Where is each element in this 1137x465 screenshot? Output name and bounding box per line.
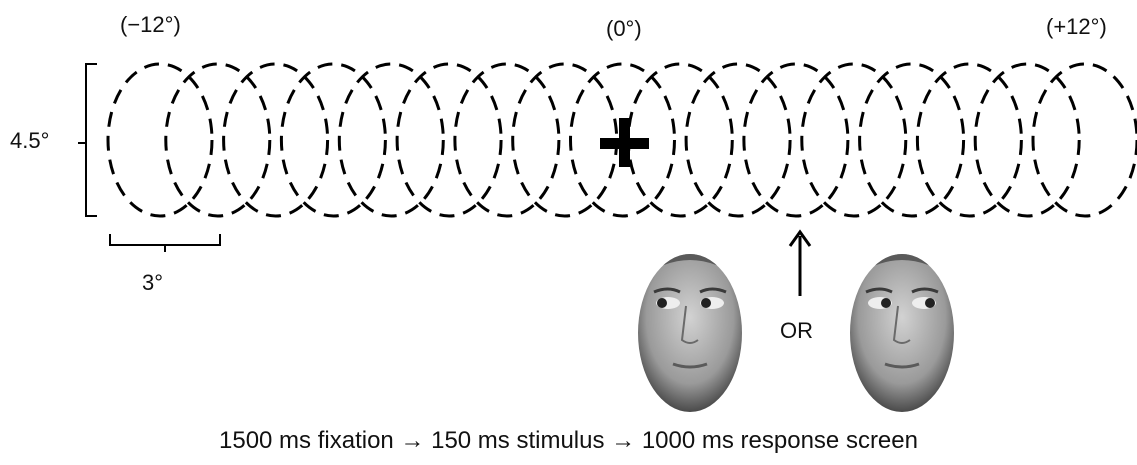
position-ellipses bbox=[106, 62, 1137, 218]
position-ellipse bbox=[858, 62, 966, 218]
face-gaze-left bbox=[638, 254, 742, 412]
width-bracket bbox=[109, 234, 221, 252]
position-ellipse bbox=[1031, 62, 1137, 218]
position-ellipse bbox=[106, 62, 214, 218]
position-ellipse bbox=[279, 62, 387, 218]
position-ellipse bbox=[395, 62, 503, 218]
center-position-label: (0°) bbox=[606, 16, 642, 41]
position-ellipse bbox=[222, 62, 330, 218]
plus-icon bbox=[600, 118, 649, 167]
position-ellipse bbox=[453, 62, 561, 218]
face-gaze-right bbox=[850, 254, 954, 412]
position-ellipse bbox=[973, 62, 1081, 218]
position-ellipse bbox=[742, 62, 850, 218]
up-arrow-icon bbox=[788, 229, 812, 296]
width-label: 3° bbox=[142, 270, 164, 295]
left-position-label: (−12°) bbox=[120, 12, 181, 37]
position-ellipse bbox=[684, 62, 792, 218]
position-ellipse bbox=[164, 62, 272, 218]
position-ellipse bbox=[800, 62, 908, 218]
timing-caption: 1500 ms fixation → 150 ms stimulus → 100… bbox=[219, 427, 918, 454]
height-label: 4.5° bbox=[10, 128, 50, 153]
or-label: OR bbox=[780, 318, 813, 343]
position-ellipse bbox=[569, 62, 676, 218]
height-bracket bbox=[78, 63, 97, 217]
right-position-label: (+12°) bbox=[1046, 14, 1107, 39]
position-ellipse bbox=[337, 62, 445, 218]
position-ellipse bbox=[915, 62, 1023, 218]
